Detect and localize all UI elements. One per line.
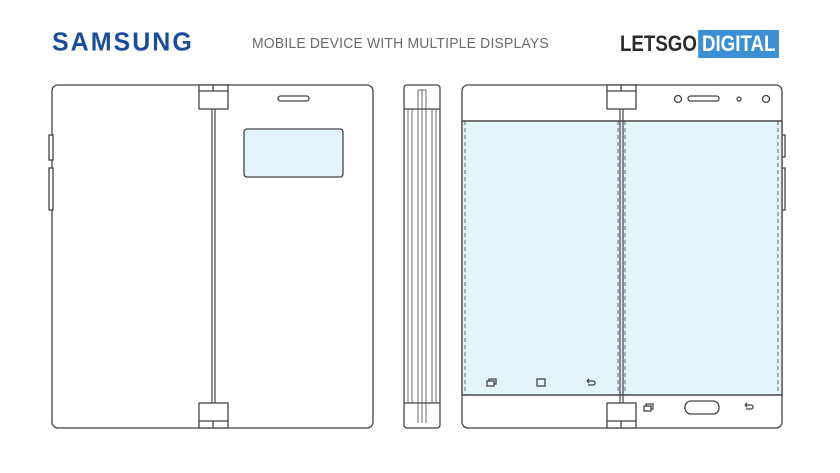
recent-apps-icon	[486, 378, 497, 387]
cover-display	[243, 128, 344, 178]
recent-apps-icon	[643, 403, 654, 412]
samsung-logo: SAMSUNG	[52, 27, 194, 57]
page-title: MOBILE DEVICE WITH MULTIPLE DISPLAYS	[252, 35, 549, 52]
speaker-icon	[277, 95, 310, 102]
hinge-icon	[606, 402, 637, 429]
home-button	[684, 400, 720, 415]
folded-device-rear-view	[48, 84, 374, 429]
speaker-icon	[687, 95, 720, 102]
sensor-icon	[736, 96, 742, 102]
unfolded-device-front-view	[461, 84, 786, 429]
logo-part-letsgo: LETSGO	[620, 31, 697, 56]
hinge-icon	[198, 402, 229, 429]
home-icon	[536, 378, 546, 387]
letsgodigital-logo: LETSGO DIGITAL	[620, 30, 779, 58]
hinge-icon	[606, 84, 637, 110]
side-button-icon	[48, 134, 54, 161]
main-display	[461, 120, 783, 396]
logo-part-digital: DIGITAL	[698, 30, 779, 58]
folded-device-side-view	[403, 84, 441, 429]
side-button-icon	[48, 167, 54, 211]
camera-icon	[761, 94, 771, 104]
hinge-icon	[198, 84, 229, 110]
camera-icon	[673, 94, 683, 104]
back-icon	[586, 378, 596, 386]
back-icon	[744, 402, 754, 410]
